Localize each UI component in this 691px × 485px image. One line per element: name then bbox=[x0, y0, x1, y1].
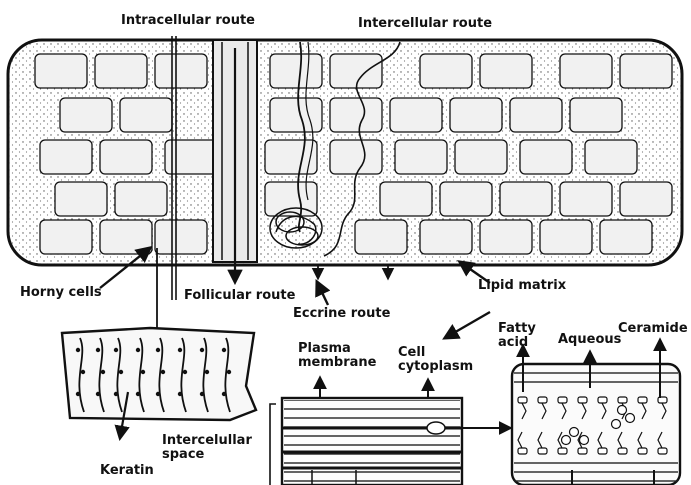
eccrine-route-arrow bbox=[317, 282, 328, 305]
horny-cell bbox=[620, 54, 672, 88]
horny-cell bbox=[440, 182, 492, 216]
horny-cell bbox=[540, 220, 592, 254]
horny-cell bbox=[480, 220, 532, 254]
label-plasma-membrane: Plasma membrane bbox=[298, 342, 388, 370]
label-intercellular-space: Intercelullar space bbox=[162, 434, 262, 462]
horny-cell bbox=[620, 182, 672, 216]
horny-cell bbox=[330, 98, 382, 132]
horny-cell bbox=[155, 54, 207, 88]
cell-cytoplasm-arrow bbox=[445, 312, 490, 338]
horny-cell bbox=[95, 54, 147, 88]
horny-cell bbox=[35, 54, 87, 88]
horny-cell bbox=[455, 140, 507, 174]
horny-cell bbox=[270, 54, 322, 88]
label-aqueous: Aqueous bbox=[558, 333, 621, 347]
horny-cell bbox=[390, 98, 442, 132]
horny-cell bbox=[100, 220, 152, 254]
horny-cell bbox=[60, 98, 112, 132]
lamellae-panel bbox=[282, 398, 462, 485]
horny-cell bbox=[600, 220, 652, 254]
horny-cell bbox=[40, 140, 92, 174]
horny-cell bbox=[100, 140, 152, 174]
horny-cell bbox=[500, 182, 552, 216]
horny-cell bbox=[520, 140, 572, 174]
horny-cell bbox=[270, 98, 322, 132]
horny-cell bbox=[450, 98, 502, 132]
label-ceramide: Ceramide bbox=[618, 322, 688, 336]
lipid-bilayer-panel bbox=[512, 364, 680, 485]
label-fatty-acid: Fatty acid bbox=[498, 322, 548, 350]
label-intracellular-route: Intracellular route bbox=[121, 14, 255, 28]
horny-cell bbox=[265, 140, 317, 174]
label-eccrine-route: Eccrine route bbox=[293, 307, 390, 321]
horny-cell bbox=[560, 54, 612, 88]
label-follicular-route: Follicular route bbox=[184, 289, 295, 303]
horny-cell bbox=[115, 182, 167, 216]
horny-cell bbox=[480, 54, 532, 88]
horny-cell bbox=[120, 98, 172, 132]
horny-cell bbox=[570, 98, 622, 132]
horny-cell bbox=[40, 220, 92, 254]
horny-cell bbox=[395, 140, 447, 174]
label-lipid-matrix: Lipid matrix bbox=[478, 279, 566, 293]
horny-cell bbox=[585, 140, 637, 174]
label-cell-cytoplasm: Cell cytoplasm bbox=[398, 346, 478, 374]
horny-cell bbox=[330, 140, 382, 174]
horny-cell bbox=[355, 220, 407, 254]
horny-cell bbox=[420, 220, 472, 254]
label-horny-cells: Horny cells bbox=[20, 286, 102, 300]
horny-cell bbox=[330, 54, 382, 88]
horny-cell bbox=[510, 98, 562, 132]
horny-cell bbox=[420, 54, 472, 88]
intercellular-space-bracket bbox=[270, 404, 276, 485]
horny-cell bbox=[155, 220, 207, 254]
horny-cell bbox=[55, 182, 107, 216]
horny-cell bbox=[380, 182, 432, 216]
horny-cell bbox=[560, 182, 612, 216]
label-keratin: Keratin bbox=[100, 464, 154, 478]
label-intercellular-route: Intercellular route bbox=[358, 17, 492, 31]
